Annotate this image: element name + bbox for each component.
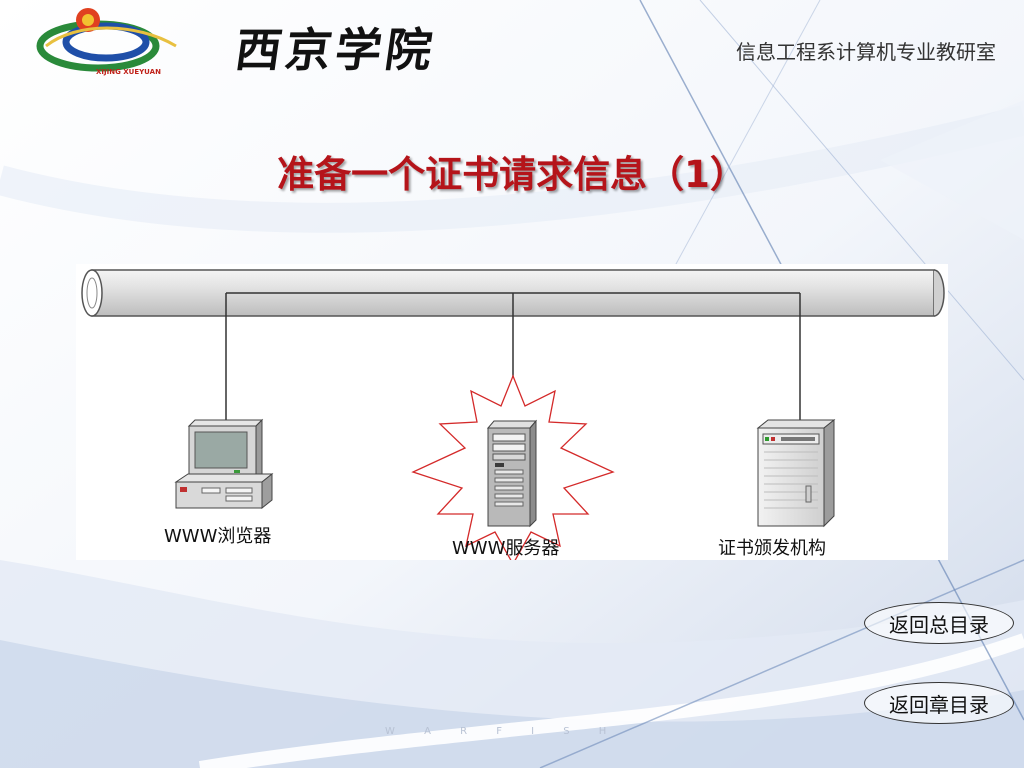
department-name: 信息工程系计算机专业教研室 [736, 40, 996, 64]
school-name: 西京学院 [231, 23, 440, 77]
node-label-browser: WWW浏览器 [164, 526, 272, 547]
web-server-icon [486, 419, 538, 528]
node-label-web-server: WWW服务器 [452, 538, 560, 559]
network-diagram: WWW浏览器 WWW服务器 证书颁发机构 [76, 264, 948, 560]
logo-caption: XIJING XUEYUAN [96, 68, 161, 76]
certificate-authority-server-icon [756, 418, 836, 528]
watermark: W A R F I S H [385, 726, 620, 737]
node-label-certificate-authority: 证书颁发机构 [718, 538, 826, 559]
return-chapter-toc-button[interactable]: 返回章目录 [864, 682, 1014, 724]
logo-emblem-icon: XIJING XUEYUAN [36, 8, 177, 76]
school-logo: XIJING XUEYUAN 西京学院 [36, 2, 439, 78]
browser-computer-icon [174, 418, 274, 510]
return-main-toc-button[interactable]: 返回总目录 [864, 602, 1014, 644]
slide-title: 准备一个证书请求信息（1） [277, 153, 747, 196]
